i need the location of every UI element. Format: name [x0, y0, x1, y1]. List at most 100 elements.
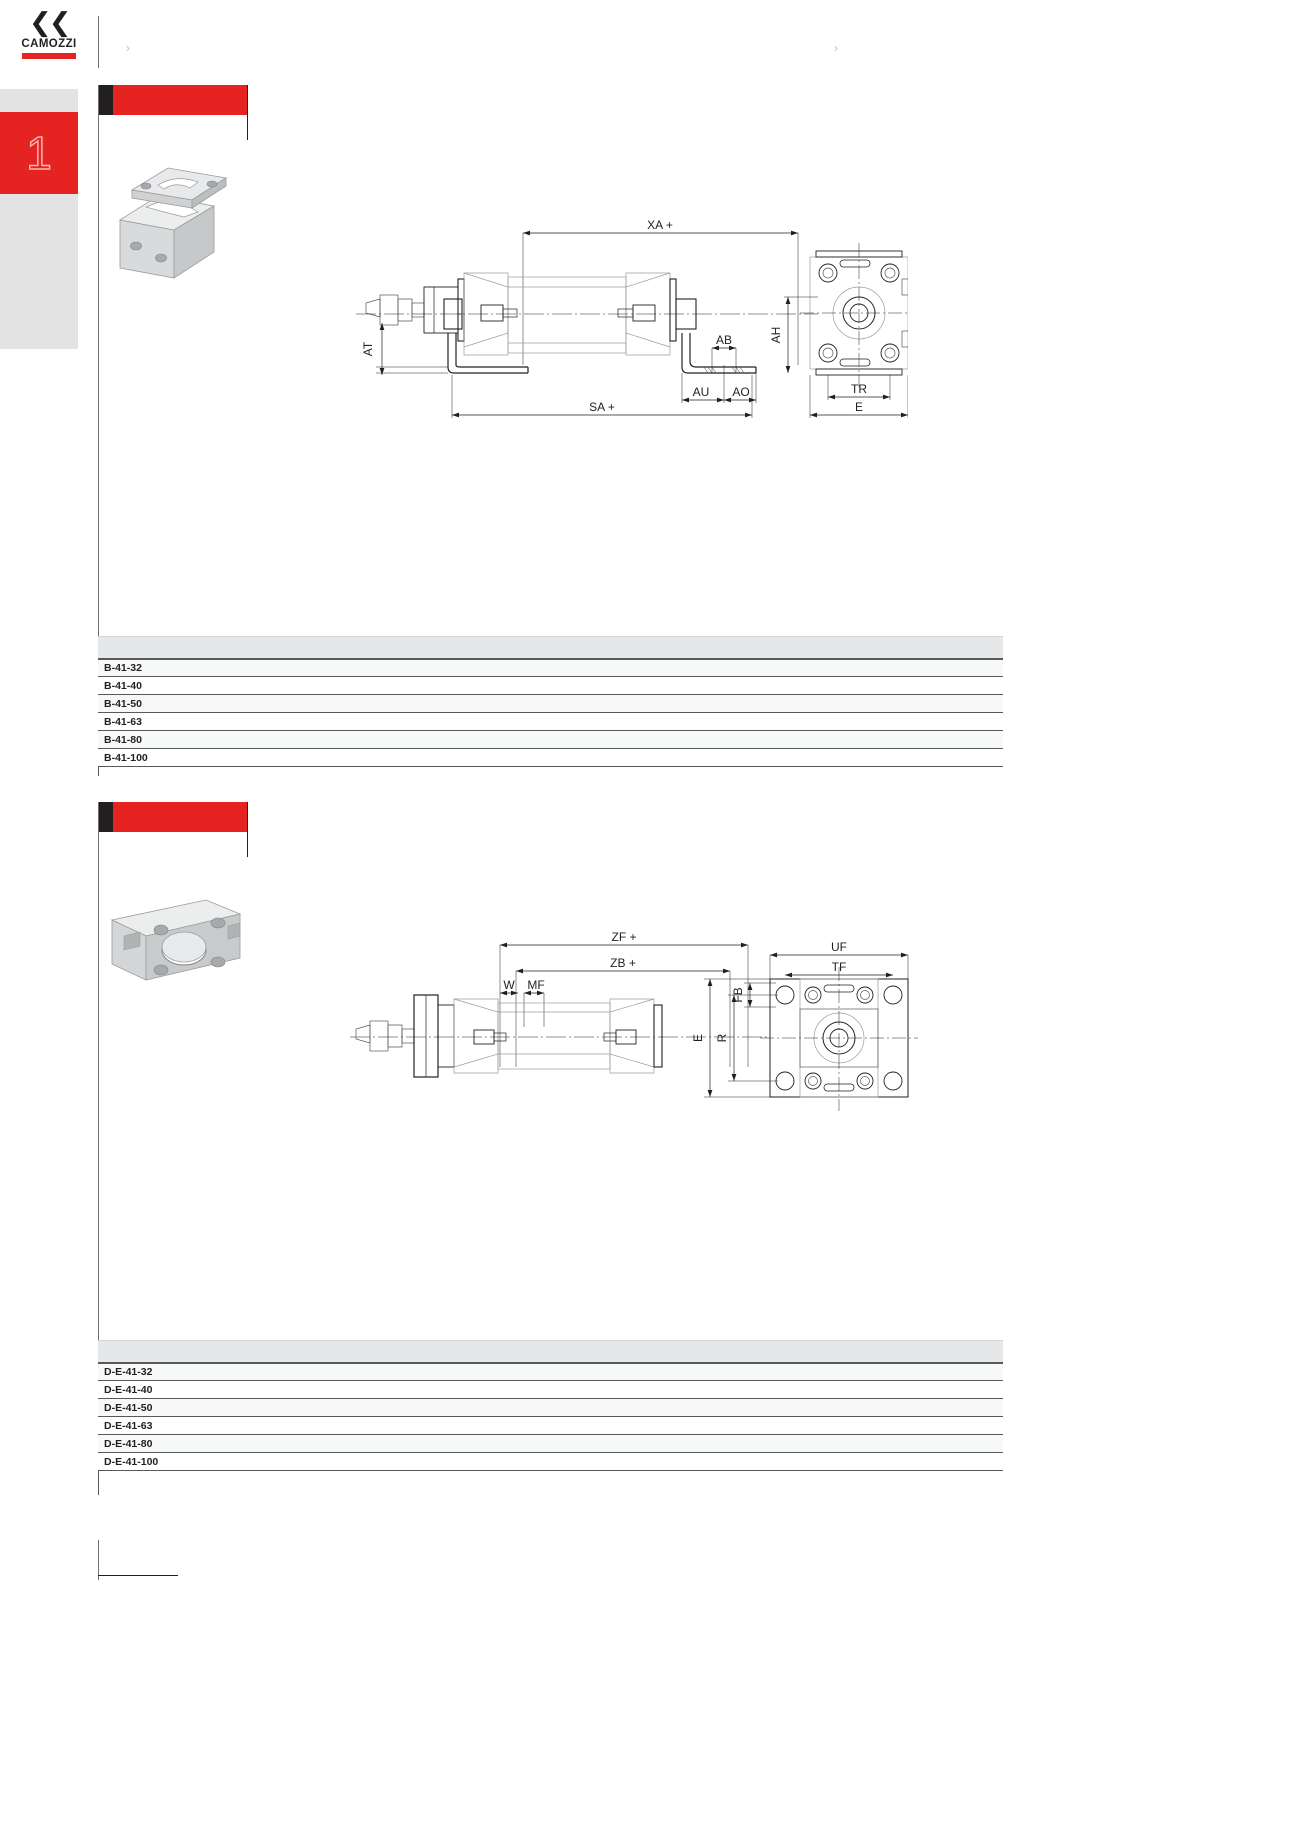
- cell-2: [318, 676, 408, 695]
- cell-1: [228, 748, 318, 767]
- cell-1: [228, 1452, 318, 1471]
- cell-2: [318, 712, 408, 731]
- chapter-tab[interactable]: 1: [0, 112, 78, 194]
- table-row[interactable]: D-E-41-40: [98, 1380, 1003, 1399]
- cell-6: [678, 712, 768, 731]
- breadcrumb-secondary: ›: [820, 38, 852, 58]
- section-title-bar-foot-bracket: [98, 85, 248, 115]
- col-header-2: [318, 636, 408, 660]
- cell-4: [498, 1434, 588, 1453]
- table-row[interactable]: B-41-50: [98, 694, 1003, 713]
- col-header-4: [498, 636, 588, 660]
- cell-6: [678, 1398, 768, 1417]
- cell-5: [588, 1452, 678, 1471]
- section-left-rule: [98, 85, 99, 655]
- col-header-code: [98, 1340, 228, 1364]
- cell-4: [498, 658, 588, 677]
- part-code: B-41-100: [98, 748, 228, 767]
- dimension-label-ab: AB: [716, 333, 732, 347]
- dimension-label-tf: TF: [832, 960, 847, 974]
- chapter-number: 1: [25, 126, 52, 180]
- cell-4: [498, 748, 588, 767]
- dimension-label-zf: ZF +: [611, 930, 636, 944]
- cell-7: [768, 730, 858, 749]
- cell-6: [678, 1452, 768, 1471]
- flange-mount-photo: [106, 892, 246, 997]
- camozzi-logo-wordmark: CAMOZZI: [21, 38, 77, 50]
- cell-8: [858, 658, 1003, 677]
- cell-5: [588, 730, 678, 749]
- section-title-vertical-rule: [247, 85, 248, 140]
- col-header-4: [498, 1340, 588, 1364]
- part-code: B-41-40: [98, 676, 228, 695]
- table-row[interactable]: D-E-41-63: [98, 1416, 1003, 1435]
- cell-5: [588, 1362, 678, 1381]
- cell-7: [768, 1398, 858, 1417]
- table-row[interactable]: D-E-41-50: [98, 1398, 1003, 1417]
- cell-1: [228, 712, 318, 731]
- cell-7: [768, 1362, 858, 1381]
- cell-3: [408, 1416, 498, 1435]
- table-row[interactable]: D-E-41-80: [98, 1434, 1003, 1453]
- table-row[interactable]: D-E-41-100: [98, 1452, 1003, 1471]
- cell-3: [408, 1398, 498, 1417]
- cell-7: [768, 676, 858, 695]
- table-row[interactable]: D-E-41-32: [98, 1362, 1003, 1381]
- foot-bracket-photo: [106, 160, 246, 280]
- cell-6: [678, 730, 768, 749]
- camozzi-logo-bar: [22, 53, 76, 59]
- cell-5: [588, 694, 678, 713]
- section-left-rule-2: [98, 802, 99, 1350]
- col-header-8: [858, 636, 1003, 660]
- cell-6: [678, 676, 768, 695]
- cell-3: [408, 1452, 498, 1471]
- cell-7: [768, 1434, 858, 1453]
- col-header-1: [228, 636, 318, 660]
- cell-4: [498, 730, 588, 749]
- part-code: D-E-41-40: [98, 1380, 228, 1399]
- table-row[interactable]: B-41-63: [98, 712, 1003, 731]
- cell-4: [498, 694, 588, 713]
- chapter-tab-strip: 1: [0, 0, 78, 1839]
- cell-8: [858, 1380, 1003, 1399]
- cell-1: [228, 1416, 318, 1435]
- cell-8: [858, 1452, 1003, 1471]
- dimension-label-mf: MF: [527, 978, 544, 992]
- table-row[interactable]: B-41-32: [98, 658, 1003, 677]
- table-row[interactable]: B-41-40: [98, 676, 1003, 695]
- cell-3: [408, 676, 498, 695]
- cell-7: [768, 1380, 858, 1399]
- col-header-3: [408, 1340, 498, 1364]
- section-title-accent-red-2: [113, 802, 248, 832]
- cell-3: [408, 712, 498, 731]
- cell-2: [318, 1416, 408, 1435]
- col-header-5: [588, 636, 678, 660]
- table-row[interactable]: B-41-80: [98, 730, 1003, 749]
- part-code: D-E-41-63: [98, 1416, 228, 1435]
- part-code: B-41-63: [98, 712, 228, 731]
- dimension-label-uf: UF: [831, 940, 847, 954]
- dimension-label-ah: AH: [769, 327, 783, 344]
- table-header-row: [98, 1340, 1003, 1364]
- cell-7: [768, 748, 858, 767]
- chevron-right-icon: ›: [126, 41, 130, 55]
- part-code: D-E-41-50: [98, 1398, 228, 1417]
- dimension-label-w: W: [503, 978, 515, 992]
- dimension-label-e: E: [691, 1034, 705, 1042]
- cell-2: [318, 658, 408, 677]
- dimension-label-r: R: [715, 1033, 729, 1042]
- breadcrumb: ›: [112, 38, 144, 58]
- part-code: D-E-41-80: [98, 1434, 228, 1453]
- cell-1: [228, 1362, 318, 1381]
- col-header-1: [228, 1340, 318, 1364]
- table-row[interactable]: B-41-100: [98, 748, 1003, 767]
- col-header-3: [408, 636, 498, 660]
- cell-4: [498, 1398, 588, 1417]
- cell-8: [858, 712, 1003, 731]
- cell-1: [228, 1380, 318, 1399]
- flange-mount-table: D-E-41-32 D-E-41-40 D-E-41-50: [98, 1340, 1003, 1471]
- dimension-label-e: E: [855, 400, 863, 414]
- part-code: D-E-41-32: [98, 1362, 228, 1381]
- cell-7: [768, 712, 858, 731]
- foot-bracket-table-body: B-41-32 B-41-40 B-41-50: [98, 658, 1003, 767]
